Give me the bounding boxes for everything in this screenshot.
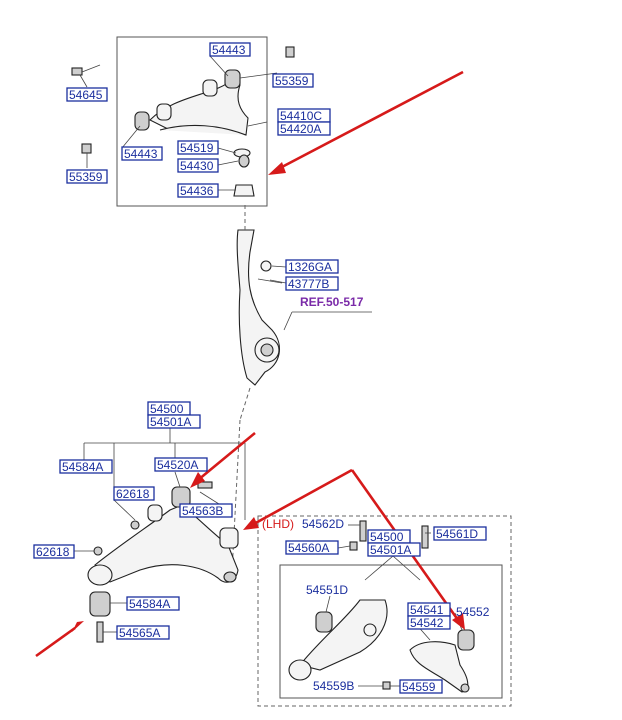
label-55359-top[interactable]: 55359 [272, 73, 314, 88]
label-54562D[interactable]: 54562D [302, 517, 344, 531]
lhd-label: (LHD) [262, 517, 294, 531]
label-54436[interactable]: 54436 [177, 183, 219, 198]
label-55359-left[interactable]: 55359 [66, 169, 108, 184]
svg-text:54520A: 54520A [157, 458, 198, 472]
label-43777B[interactable]: 43777B [285, 276, 339, 291]
label-54542[interactable]: 54542 [407, 615, 451, 630]
svg-text:54560A: 54560A [288, 541, 329, 555]
upper-bolts [71, 46, 295, 154]
svg-text:54420A: 54420A [280, 122, 321, 136]
label-54565A[interactable]: 54565A [116, 625, 170, 640]
svg-text:62618: 62618 [116, 487, 150, 501]
lhd-inner-frame [279, 564, 503, 699]
red-arrows [35, 70, 465, 658]
svg-text:54541: 54541 [410, 603, 444, 617]
svg-text:1326GA: 1326GA [288, 260, 332, 274]
upper-arm-frame [116, 36, 268, 207]
knuckle-leaders [269, 265, 372, 331]
label-54520A[interactable]: 54520A [154, 457, 208, 472]
label-54559B[interactable]: 54559B [313, 679, 354, 693]
label-54552[interactable]: 54552 [456, 605, 490, 619]
label-54430[interactable]: 54430 [177, 158, 219, 173]
svg-text:54443: 54443 [124, 147, 158, 161]
svg-text:54436: 54436 [180, 184, 214, 198]
svg-text:54430: 54430 [180, 159, 214, 173]
label-1326GA[interactable]: 1326GA [285, 259, 339, 274]
label-62618-a[interactable]: 62618 [113, 486, 155, 501]
svg-text:54561D: 54561D [436, 527, 478, 541]
label-54563B[interactable]: 54563B [179, 503, 233, 518]
label-54501A-main[interactable]: 54501A [147, 414, 201, 429]
label-54501A-inset[interactable]: 54501A [367, 542, 421, 557]
svg-text:54584A: 54584A [129, 597, 170, 611]
label-54410C[interactable]: 54410C [277, 108, 331, 123]
svg-text:54559: 54559 [402, 680, 436, 694]
lower-main-leaders [74, 428, 246, 633]
upper-control-arm [134, 69, 255, 197]
label-54584A-left[interactable]: 54584A [59, 459, 113, 474]
svg-text:62618: 62618 [36, 545, 70, 559]
svg-text:54565A: 54565A [119, 626, 160, 640]
label-54551D[interactable]: 54551D [306, 583, 348, 597]
svg-text:54410C: 54410C [280, 109, 322, 123]
label-54519[interactable]: 54519 [177, 140, 219, 155]
svg-text:54501A: 54501A [150, 415, 191, 429]
svg-text:54542: 54542 [410, 616, 444, 630]
svg-text:54519: 54519 [180, 141, 214, 155]
ref-label[interactable]: REF.50-517 [300, 295, 364, 309]
upper-leaders [79, 55, 278, 191]
svg-text:55359: 55359 [69, 170, 103, 184]
label-54645[interactable]: 54645 [66, 87, 108, 102]
svg-text:54645: 54645 [69, 88, 103, 102]
label-54500-main[interactable]: 54500 [147, 401, 191, 416]
label-54420A[interactable]: 54420A [277, 121, 331, 136]
svg-text:55359: 55359 [275, 74, 309, 88]
steering-knuckle [231, 205, 283, 573]
label-54561D[interactable]: 54561D [433, 526, 487, 541]
svg-text:54563B: 54563B [182, 504, 223, 518]
lhd-lower-arm [288, 520, 475, 693]
lower-control-arm [87, 481, 239, 643]
label-54559[interactable]: 54559 [399, 679, 443, 694]
svg-text:54500: 54500 [370, 530, 404, 544]
svg-text:54584A: 54584A [62, 460, 103, 474]
svg-text:54501A: 54501A [370, 543, 411, 557]
label-62618-b[interactable]: 62618 [33, 544, 75, 559]
label-54443-top[interactable]: 54443 [209, 42, 251, 57]
label-54560A[interactable]: 54560A [285, 540, 339, 555]
label-54541[interactable]: 54541 [407, 602, 451, 617]
label-54584A-bottom[interactable]: 54584A [126, 596, 180, 611]
label-54443-left[interactable]: 54443 [121, 146, 163, 161]
svg-text:54443: 54443 [212, 43, 246, 57]
label-54500-inset[interactable]: 54500 [367, 529, 411, 544]
svg-text:43777B: 43777B [288, 277, 329, 291]
svg-text:54500: 54500 [150, 402, 184, 416]
